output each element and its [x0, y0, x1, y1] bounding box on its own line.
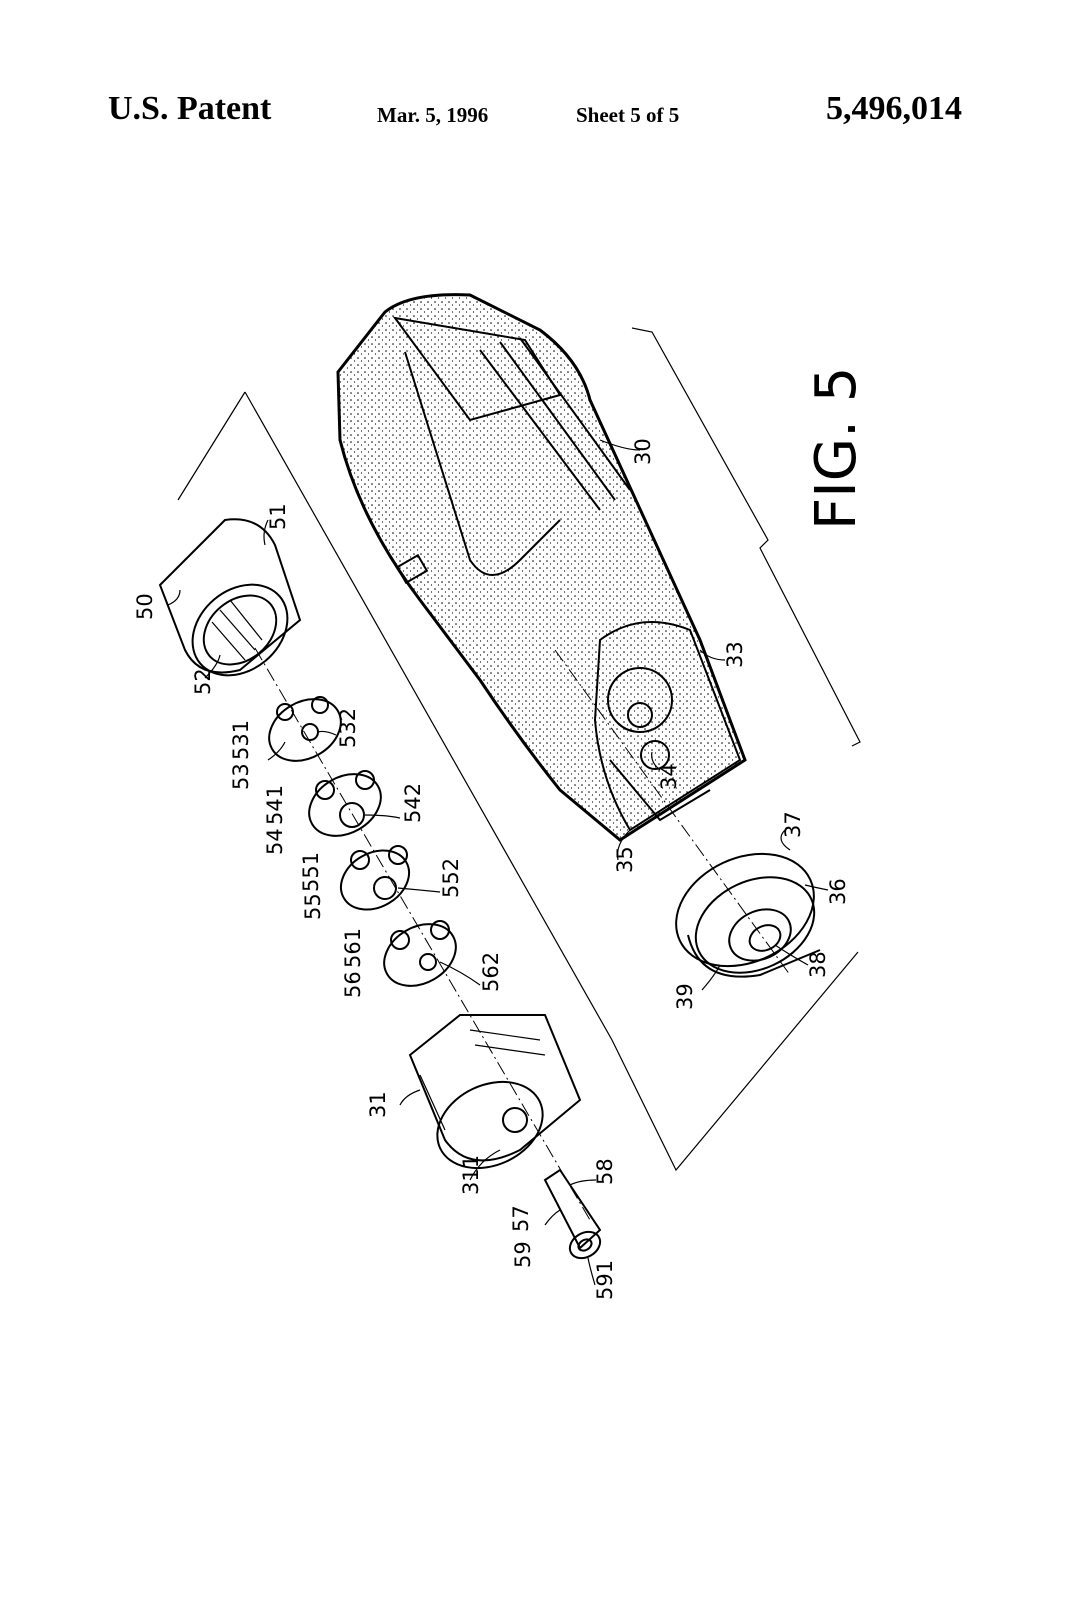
ref-30: 30: [631, 438, 655, 465]
ref-551: 551: [299, 852, 323, 892]
figure-label: FIG. 5: [804, 367, 869, 530]
ref-311: 311: [459, 1155, 483, 1195]
ref-531: 531: [229, 720, 253, 760]
group-bracket-right: [631, 327, 861, 747]
ref-54: 54: [263, 828, 287, 855]
housing-30: [336, 293, 747, 842]
patent-title: U.S. Patent: [108, 90, 272, 127]
pin-57: [543, 1168, 602, 1260]
sheet-number: Sheet 5 of 5: [576, 103, 680, 127]
cylinder-50: [158, 518, 302, 677]
ref-542: 542: [401, 783, 425, 823]
ref-38: 38: [806, 951, 830, 978]
ref-552: 552: [439, 858, 463, 898]
ring-assembly-36: [675, 852, 821, 978]
ref-36: 36: [826, 878, 850, 905]
ref-591: 591: [593, 1260, 617, 1300]
ref-39: 39: [673, 983, 697, 1010]
ref-35: 35: [613, 846, 637, 873]
gear-plate-53: [268, 696, 342, 762]
ref-55: 55: [301, 893, 325, 920]
ref-52: 52: [191, 668, 215, 695]
ref-561: 561: [341, 928, 365, 968]
ref-51: 51: [266, 503, 290, 530]
center-line-upper: [254, 647, 591, 1221]
ref-532: 532: [336, 708, 360, 748]
gear-plate-55: [340, 845, 410, 911]
ref-59: 59: [511, 1241, 535, 1268]
ref-50: 50: [133, 593, 157, 620]
ref-57: 57: [509, 1205, 533, 1232]
gear-plate-56: [383, 920, 457, 987]
ref-33: 33: [723, 641, 747, 668]
ref-53: 53: [229, 763, 253, 790]
ref-56: 56: [341, 971, 365, 998]
reference-numerals: 30 33 34 35 37 36 38 39 50 51 52 531 53 …: [133, 438, 850, 1300]
gear-plate-54: [308, 770, 382, 837]
cap-31: [408, 1014, 582, 1170]
ref-31: 31: [366, 1091, 390, 1118]
ref-37: 37: [781, 811, 805, 838]
patent-date: Mar. 5, 1996: [377, 103, 489, 127]
group-bracket-left: [177, 391, 859, 1172]
leader-lines: [167, 439, 829, 1286]
ref-541: 541: [263, 785, 287, 825]
ref-58: 58: [593, 1158, 617, 1185]
patent-number: 5,496,014: [826, 90, 962, 127]
ref-34: 34: [657, 763, 681, 790]
ref-562: 562: [479, 952, 503, 992]
